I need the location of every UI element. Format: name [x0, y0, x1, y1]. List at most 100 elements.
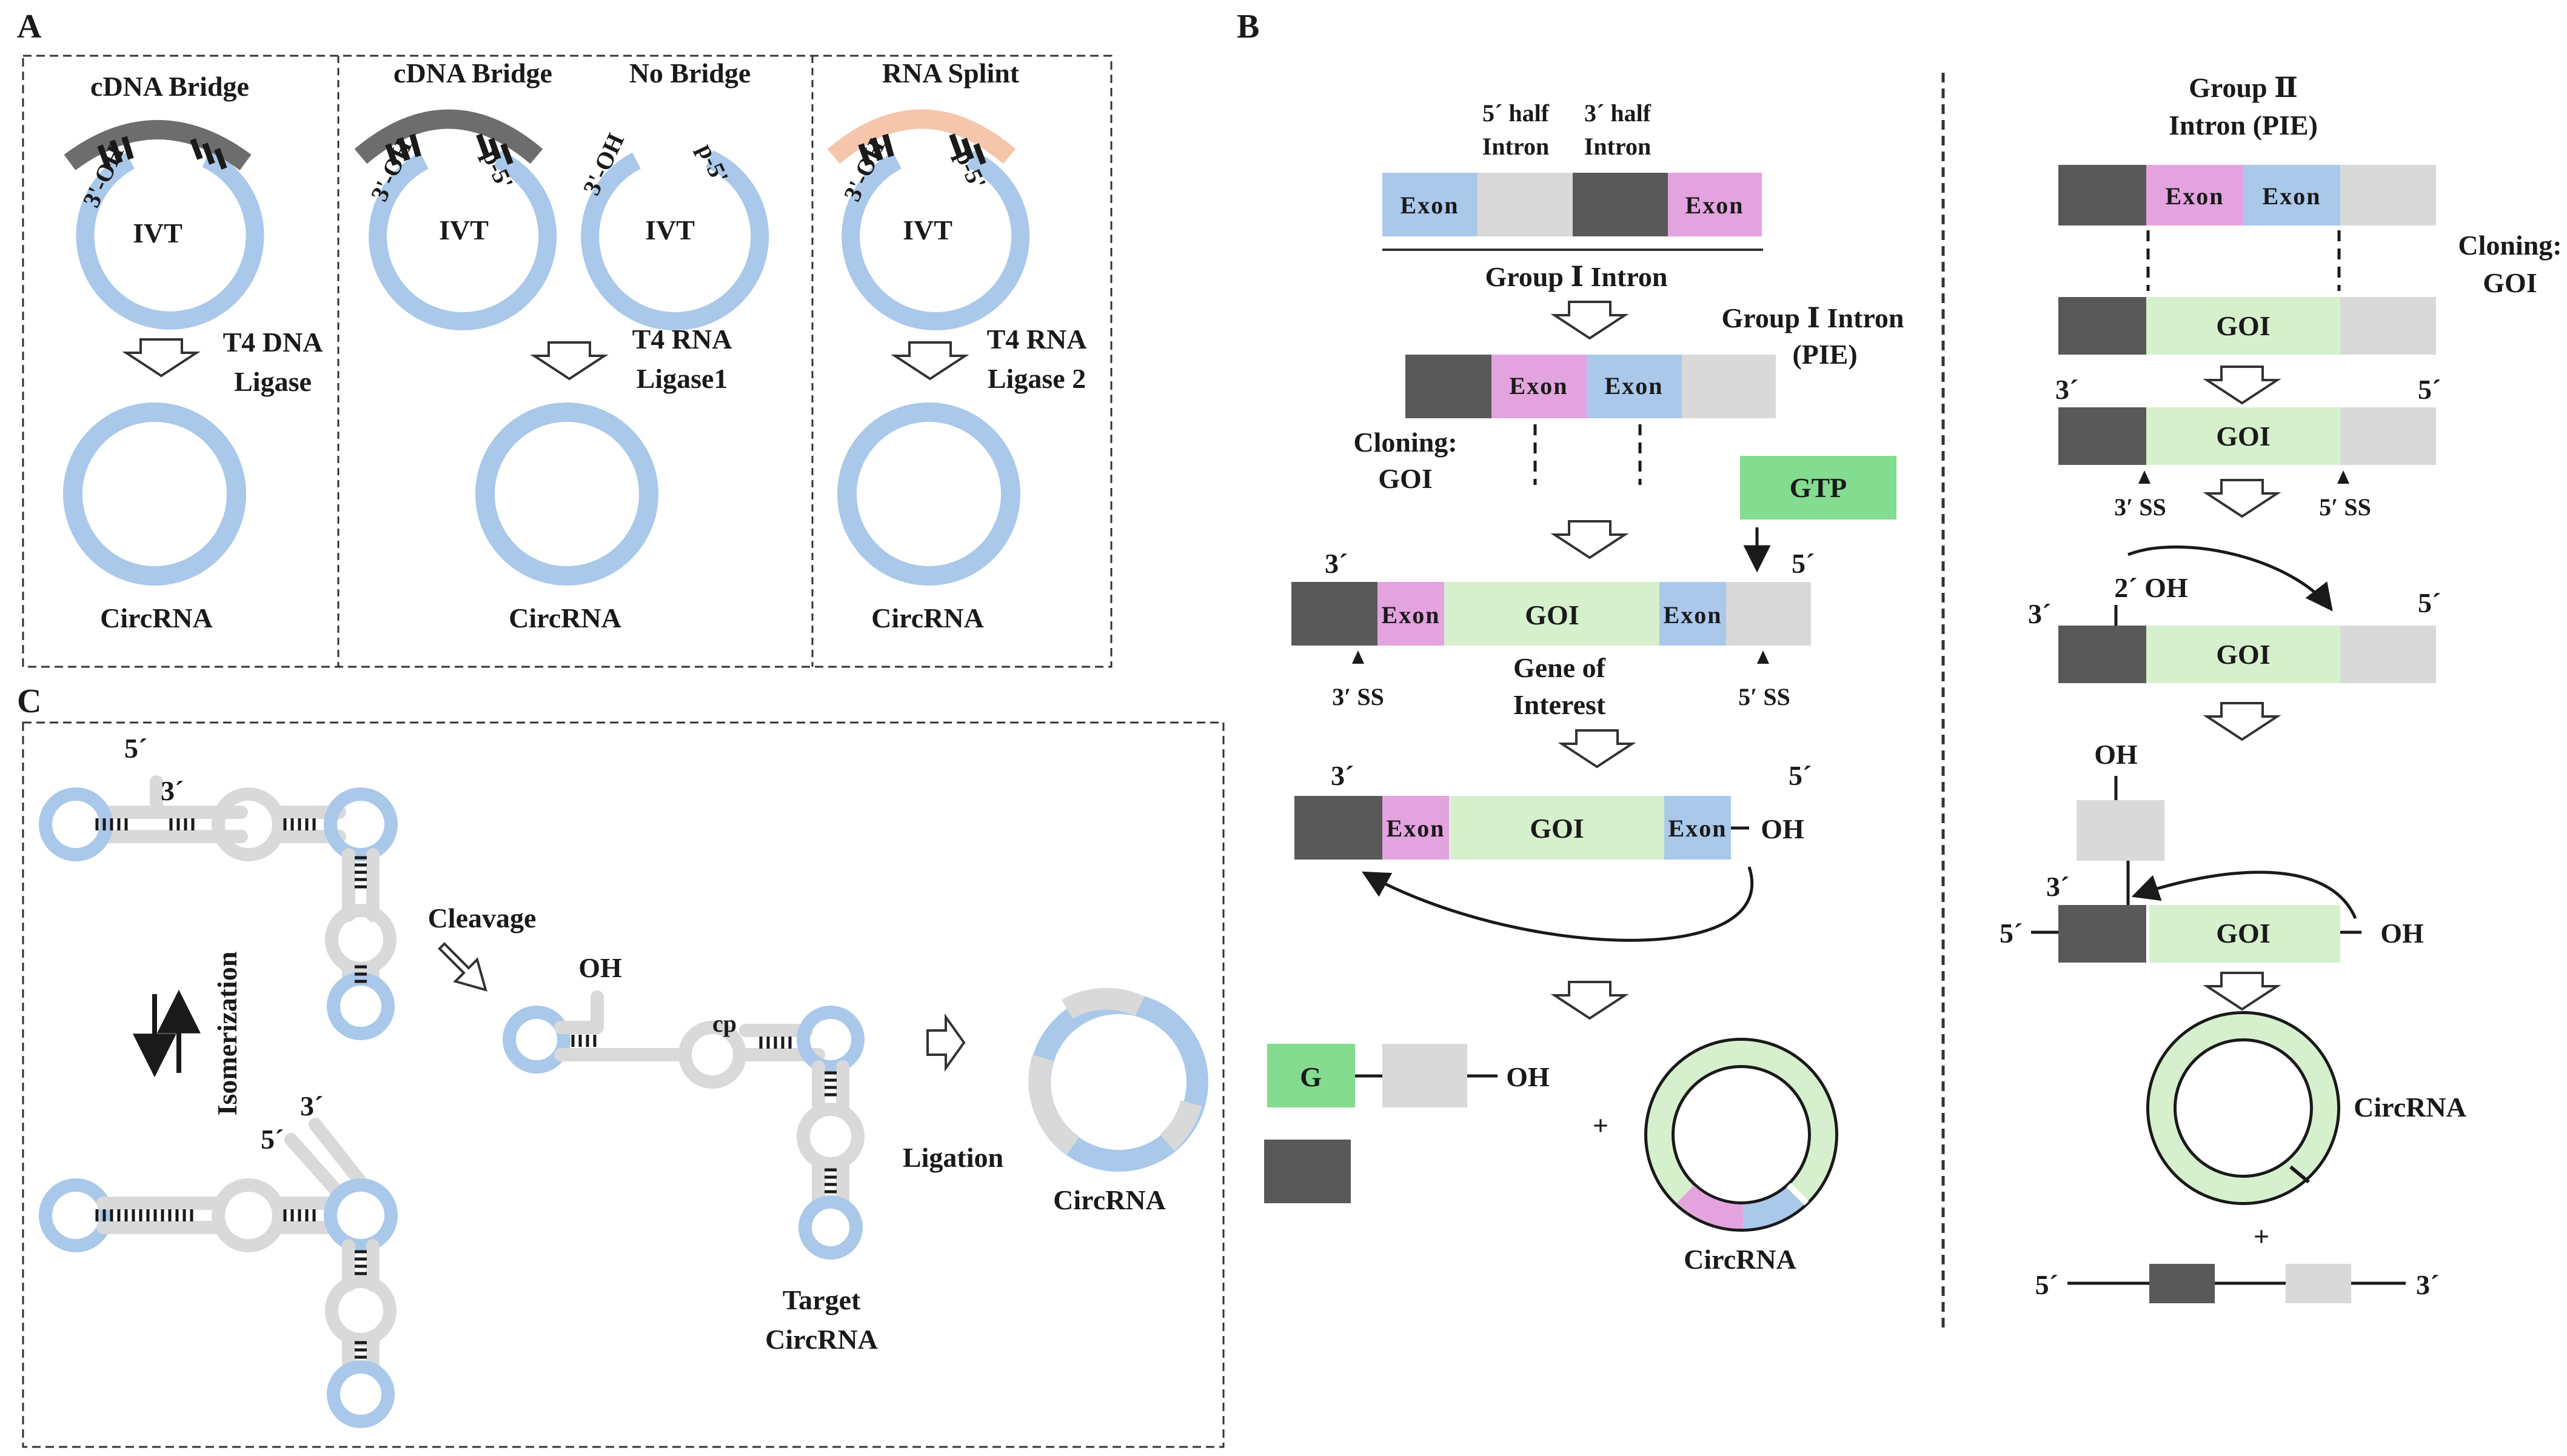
c-bottom-prime5: 5´	[261, 1124, 284, 1155]
gene-line2: Interest	[1513, 689, 1606, 720]
g2-cloning-line1: Cloning:	[2458, 230, 2562, 261]
row4-prime5: 5´	[1789, 760, 1812, 791]
rna-structure-top	[39, 775, 398, 1040]
g2-ss5: 5′ SS	[2319, 493, 2371, 521]
g2-row4-goi: GOI	[2216, 639, 2270, 670]
panel-label-a: A	[17, 8, 42, 45]
g2-ss3: 3′ SS	[2114, 493, 2166, 521]
down-arrow-a3	[891, 341, 969, 381]
row4-oh: OH	[1761, 813, 1804, 844]
gtp-label: GTP	[1790, 472, 1847, 503]
half5-line1: 5´ half	[1482, 99, 1550, 127]
row2-exon-blue: Exon	[1605, 372, 1664, 399]
isomerization-label: Isomerization	[212, 952, 243, 1116]
row4-exon-blue: Exon	[1668, 815, 1727, 842]
row1-exon-left: Exon	[1401, 192, 1459, 219]
g2-row5-prime3: 3´	[2046, 871, 2069, 902]
linear-rna-splint: 3'-OH p-5' IVT	[827, 109, 1030, 330]
g2-row3-prime5: 5´	[2418, 374, 2441, 405]
g2-row5-prime5: 5´	[2000, 918, 2023, 949]
group2-line2: Intron (PIE)	[2169, 110, 2318, 141]
row4-ligation-arrow	[1362, 866, 1754, 942]
g2-plus: +	[2254, 1221, 2269, 1252]
panel-b-group2: Group Ⅱ Intron (PIE) Exon Exon Cloning: …	[2000, 72, 2562, 1303]
panel-label-b: B	[1237, 8, 1259, 45]
c-top-prime3: 3´	[161, 775, 184, 806]
ivt-label-2: IVT	[439, 215, 489, 245]
target-line2: CircRNA	[765, 1324, 878, 1355]
cleavage-label: Cleavage	[428, 903, 537, 933]
c-cleaved-oh: OH	[578, 952, 622, 983]
col3-title: No Bridge	[629, 58, 751, 88]
row3-goi: GOI	[1525, 599, 1579, 630]
circrna-label-a1: CircRNA	[100, 603, 213, 633]
c-top-prime5: 5´	[124, 733, 147, 764]
ligase2-line2: Ligase1	[637, 363, 728, 394]
group1-intron-label: Group Ⅰ Intron	[1485, 261, 1667, 292]
ligation-label: Ligation	[903, 1142, 1003, 1173]
ligase1-line1: T4 DNA	[223, 327, 323, 358]
g2-ligation-arrow	[2131, 870, 2357, 919]
panel-c-frame	[22, 721, 1225, 1448]
ligation-arrow	[926, 1013, 966, 1072]
group1-pie-line1: Group Ⅰ Intron	[1721, 302, 1904, 333]
row4-exon-pink: Exon	[1387, 815, 1445, 842]
ivt-label-3: IVT	[645, 215, 695, 245]
row4-goi: GOI	[1530, 813, 1584, 844]
row3-prime3: 3´	[1325, 548, 1348, 579]
panel-label-c: C	[17, 683, 41, 720]
c-cp-label: cp	[712, 1010, 737, 1037]
circrna-ring-a3	[837, 402, 1020, 586]
product-plus: +	[1593, 1110, 1608, 1141]
circrna-group1	[1644, 1038, 1838, 1232]
circrna-panel-c	[1028, 987, 1208, 1172]
g2-row5-goi: GOI	[2216, 918, 2270, 949]
circrna-label-b1: CircRNA	[1684, 1244, 1796, 1275]
group1-pie-line2: (PIE)	[1792, 339, 1857, 370]
gene-line1: Gene of	[1513, 652, 1606, 683]
panel-b-group1: 5´ half Intron 3´ half Intron Exon Exon …	[1264, 99, 1904, 1275]
g2-row4-prime5: 5´	[2418, 587, 2441, 618]
g2-oh2: 2´ OH	[2114, 572, 2188, 603]
col2-title: cDNA Bridge	[393, 58, 552, 88]
g2-exon-pink: Exon	[2166, 182, 2224, 210]
half5-line2: Intron	[1482, 133, 1549, 160]
half3-line1: 3´ half	[1584, 99, 1652, 127]
target-line1: Target	[783, 1284, 861, 1315]
g2-byproduct-prime5: 5´	[2035, 1269, 2058, 1300]
g2-row2-goi: GOI	[2216, 310, 2270, 341]
panel-a-frame	[22, 55, 1113, 668]
g2-row5-oh: OH	[2380, 918, 2424, 949]
circrna-ring-a2	[475, 402, 658, 586]
ivt-label-4: IVT	[903, 215, 952, 245]
circrna-ring-a1	[63, 402, 246, 586]
cloning-line1: Cloning:	[1353, 427, 1457, 458]
panel-a: cDNA Bridge cDNA Bridge No Bridge RNA Sp…	[22, 55, 1113, 668]
down-arrow-a1	[122, 338, 201, 378]
g2-row4-prime3: 3´	[2028, 598, 2051, 629]
circrna-group2	[2146, 1011, 2340, 1205]
g2-exon-blue: Exon	[2263, 182, 2321, 210]
panel-c: 5´ 3´ Isomerization	[22, 721, 1225, 1448]
row3-ss5: 5′ SS	[1738, 683, 1790, 710]
gtp-box	[1740, 456, 1896, 519]
row3-prime5: 5´	[1792, 548, 1815, 579]
g-label: G	[1300, 1061, 1322, 1092]
col4-title: RNA Splint	[882, 58, 1020, 88]
circrna-label-a3: CircRNA	[871, 603, 984, 633]
ivt-label-1: IVT	[133, 218, 182, 249]
g2-lariat-oh: OH	[2094, 739, 2138, 770]
rna-structure-bottom	[39, 1118, 398, 1428]
ligase1-line2: Ligase	[234, 366, 312, 397]
c-bottom-prime3: 3´	[300, 1090, 323, 1121]
g2-cloning-line2: GOI	[2483, 267, 2537, 298]
linear-rna-no-bridge: 3'-OH p-5' IVT	[577, 129, 769, 330]
row3-ss3: 3′ SS	[1332, 683, 1384, 710]
down-arrow-a2	[530, 341, 609, 381]
row3-exon-pink: Exon	[1382, 601, 1441, 629]
product-oh: OH	[1506, 1061, 1550, 1092]
cloning-line2: GOI	[1378, 463, 1432, 494]
linear-rna-cdna-bridge-1: 3'-OH IVT	[64, 120, 264, 330]
row2-exon-pink: Exon	[1510, 372, 1568, 399]
